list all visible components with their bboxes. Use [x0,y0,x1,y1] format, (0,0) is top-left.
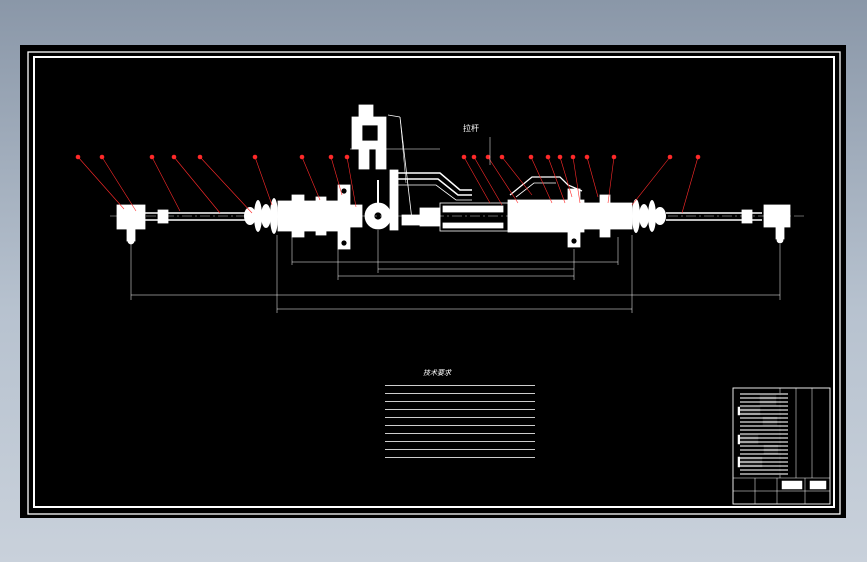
section-pane [740,393,788,475]
steering-gear-assembly [110,104,805,250]
cad-drawing [27,51,841,515]
drawing-sheet: 拉杆 技术要求 [20,45,846,518]
dimension-lines [130,116,781,313]
technical-requirements: 技术要求 [385,368,535,463]
left-tie-rod-end [116,204,146,230]
technical-requirements-title: 技术要求 [423,369,451,377]
inner-frame [33,56,835,508]
transfer-pipe [396,172,472,191]
view-annotation: 拉杆 [463,124,479,133]
technical-requirements-body [385,381,535,463]
outer-frame [27,51,841,515]
mounting-bracket [337,184,351,250]
part-leaders [75,154,701,214]
